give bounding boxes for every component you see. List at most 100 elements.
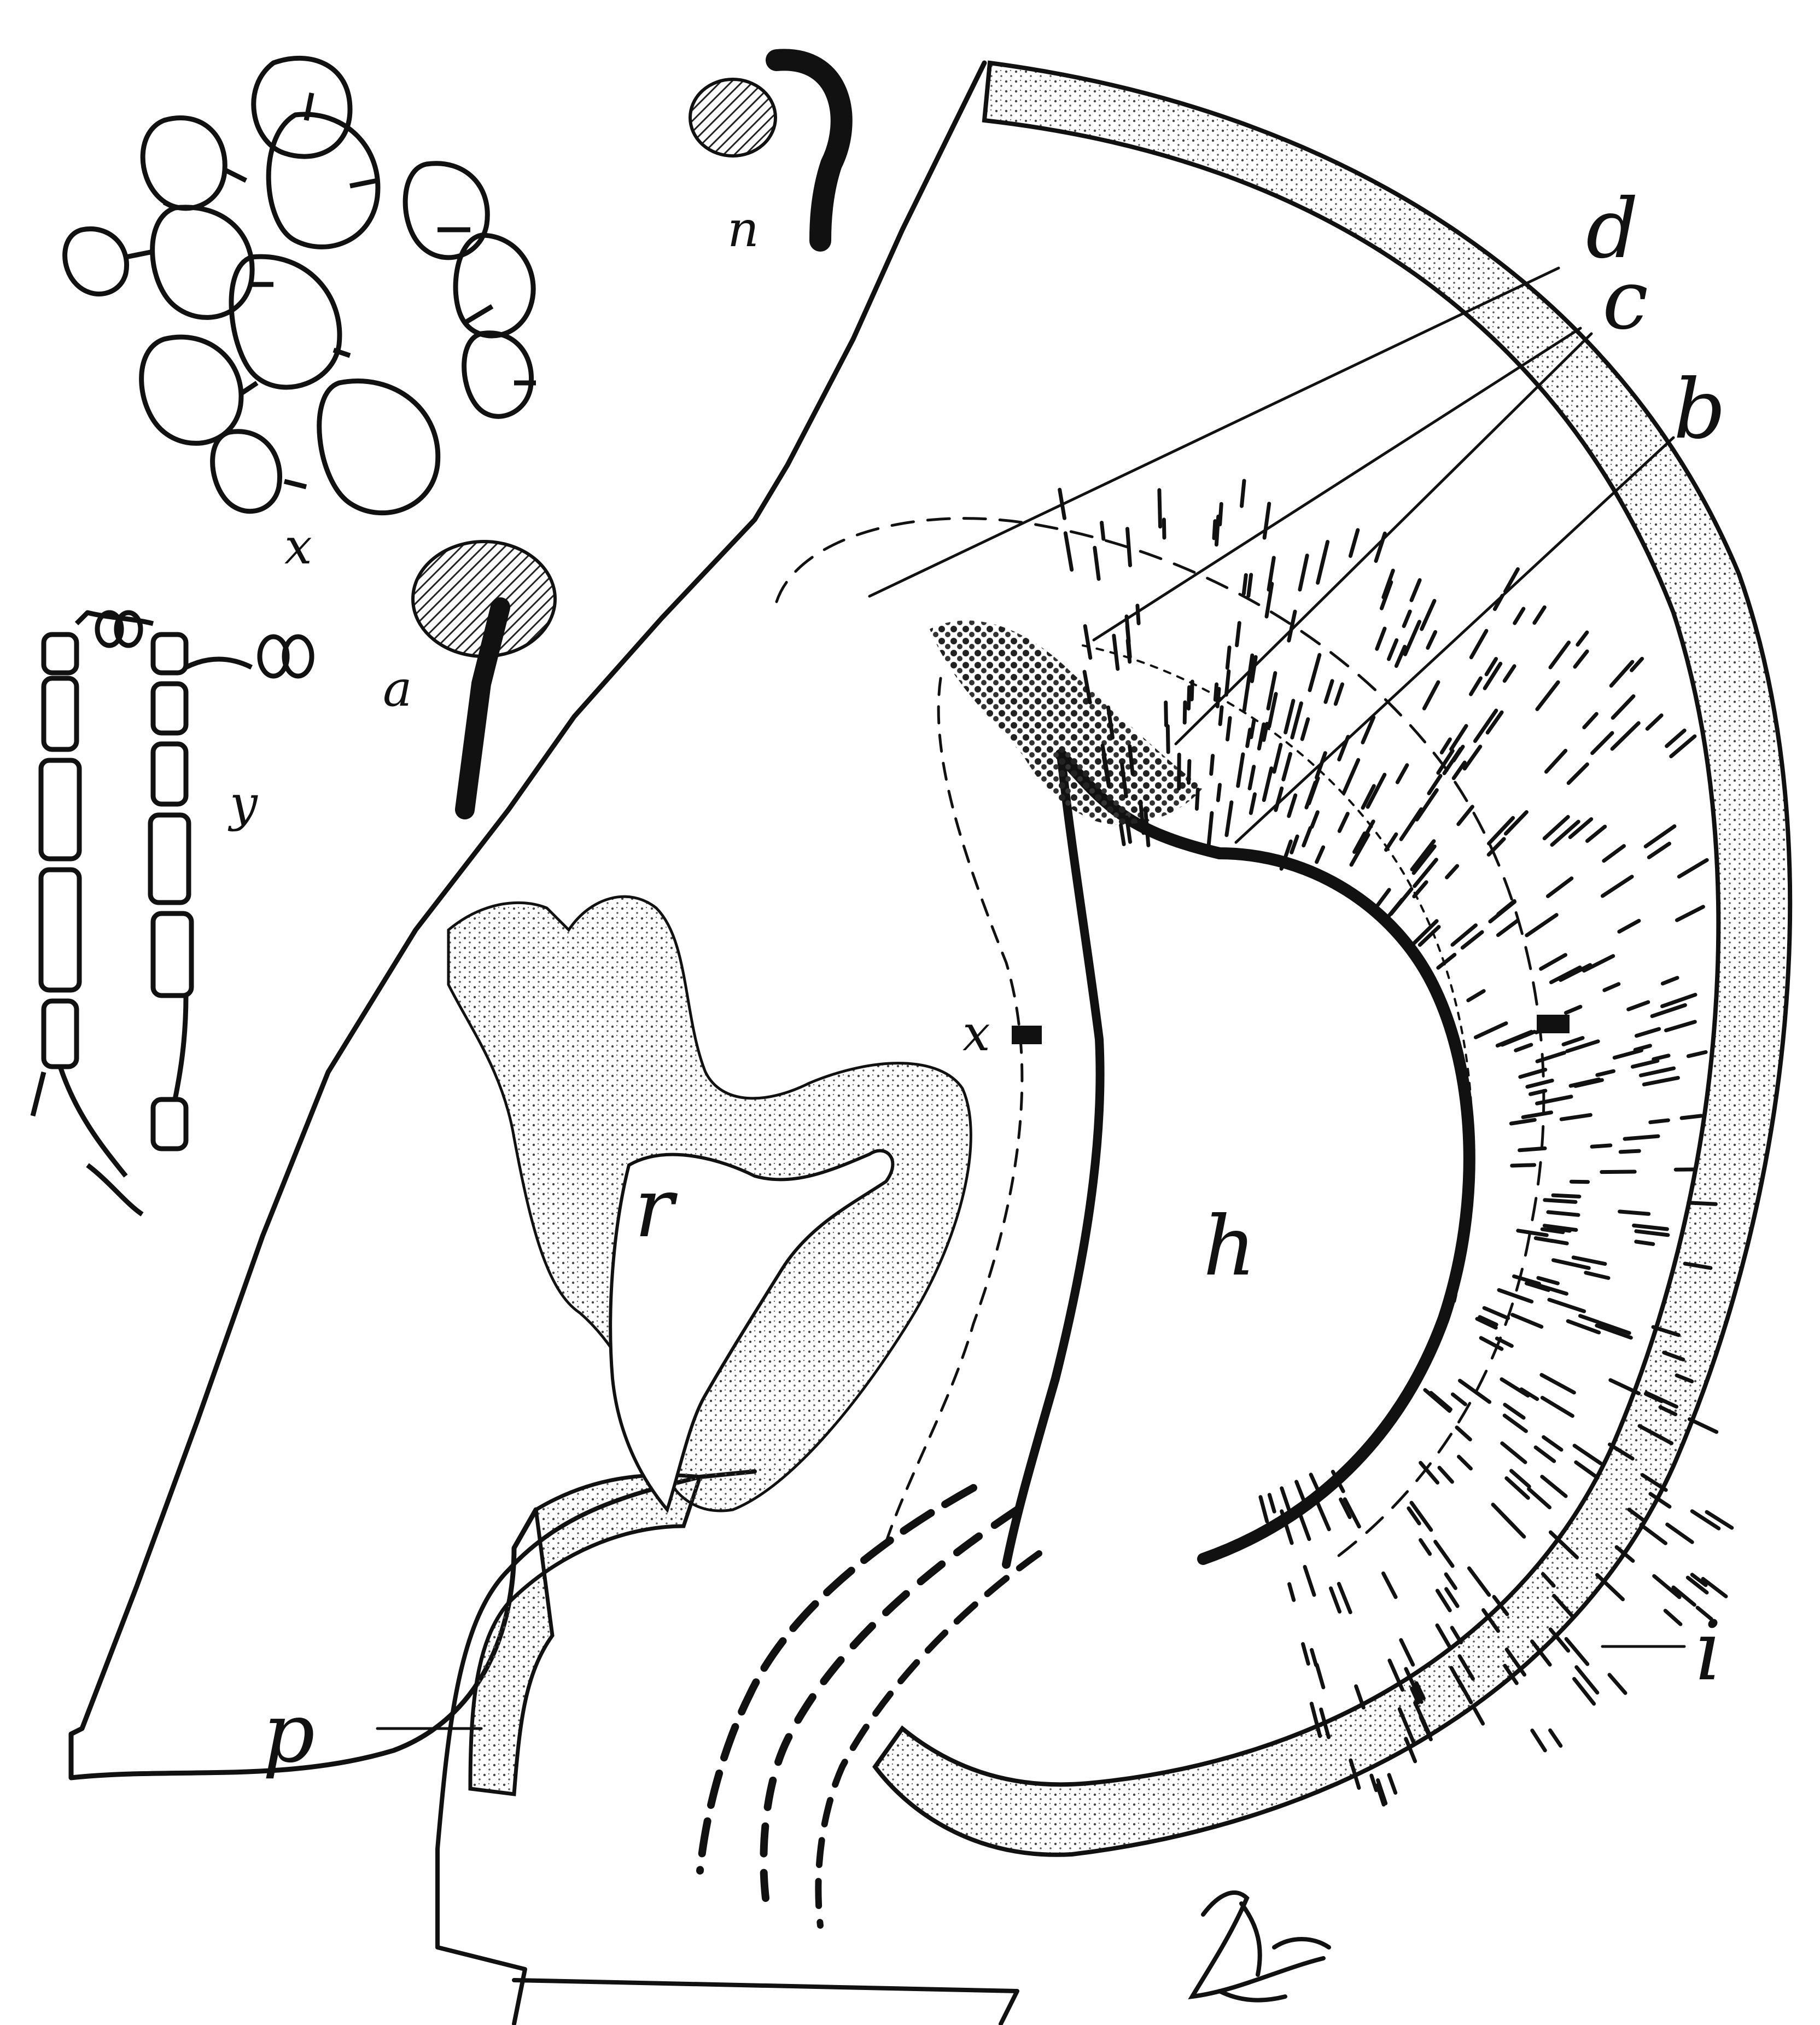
radial-dash	[1378, 890, 1389, 905]
radial-dash	[1220, 707, 1222, 724]
radial-dash	[1304, 828, 1310, 846]
radial-dash	[1564, 1038, 1583, 1045]
mark-x-inner	[1012, 1026, 1042, 1044]
radial-dash	[1523, 1113, 1551, 1118]
label-x-upper: x	[284, 518, 312, 575]
radial-dash	[1372, 1776, 1376, 1790]
radial-dash	[1102, 523, 1104, 539]
radial-dash	[1228, 718, 1230, 740]
radial-dash	[1460, 1381, 1490, 1402]
radial-dash	[1649, 843, 1669, 857]
radial-dash	[1625, 1136, 1658, 1139]
radial-dash	[1605, 984, 1619, 990]
label-x-inner: x	[962, 1005, 990, 1062]
radial-dash	[1339, 814, 1348, 831]
radial-dash	[1535, 607, 1545, 623]
radial-dash	[1095, 548, 1099, 579]
radial-dash	[1396, 647, 1404, 666]
label-c: c	[1602, 253, 1648, 348]
radial-dash	[1422, 601, 1434, 629]
radial-dash	[1446, 1574, 1455, 1588]
radial-dash	[1504, 666, 1514, 681]
radial-dash	[1453, 1394, 1466, 1404]
inset-y-cell-chains	[33, 613, 312, 1214]
radial-dash	[1457, 1428, 1470, 1440]
radial-dash	[1484, 1308, 1508, 1318]
radial-dash	[1417, 790, 1437, 819]
radial-dash	[1587, 827, 1605, 841]
radial-dash	[1493, 1505, 1515, 1528]
radial-dash	[1404, 612, 1410, 626]
radial-dash	[1520, 1148, 1545, 1150]
radial-dash	[1520, 1070, 1545, 1077]
radial-dash	[1292, 703, 1302, 738]
radial-dash	[1566, 1007, 1580, 1013]
radial-dash	[1459, 807, 1473, 824]
radial-dash	[1512, 1165, 1535, 1166]
radial-dash	[1317, 1665, 1323, 1688]
radial-dash	[1274, 745, 1281, 772]
label-b: b	[1673, 362, 1726, 457]
radial-dash	[1527, 915, 1556, 935]
label-h: h	[1203, 1199, 1256, 1294]
radial-dash	[1238, 754, 1243, 786]
radial-dash	[1303, 1644, 1309, 1664]
radial-dash	[1242, 481, 1245, 506]
radial-dash	[1576, 1462, 1597, 1477]
radial-dash	[1511, 1120, 1535, 1124]
radial-dash	[1537, 1097, 1572, 1104]
label-y: y	[228, 775, 258, 833]
radial-dash	[1437, 1625, 1450, 1648]
radial-dash	[1647, 715, 1661, 729]
radial-dash	[1465, 747, 1480, 769]
radial-dash	[1667, 1524, 1693, 1542]
radial-dash	[1220, 504, 1222, 525]
radial-dash	[1636, 1231, 1668, 1235]
radial-dash	[1446, 1589, 1458, 1606]
radial-dash	[1612, 723, 1638, 749]
radial-dash	[1227, 648, 1229, 668]
radial-dash	[1264, 504, 1269, 538]
radial-dash	[1326, 681, 1332, 702]
radial-dash	[1551, 1241, 1567, 1243]
radial-dash	[1300, 556, 1307, 590]
radial-dash	[1250, 767, 1254, 789]
radial-dash	[1421, 1540, 1430, 1553]
radial-dash	[1561, 1115, 1590, 1119]
radial-dash	[1454, 763, 1465, 778]
radial-dash	[1339, 1584, 1350, 1612]
radial-dash	[1179, 755, 1180, 789]
radial-dash	[1542, 1375, 1574, 1393]
inset-n	[690, 60, 842, 241]
radial-dash	[1114, 636, 1118, 669]
radial-dash	[1414, 846, 1434, 873]
radial-dash	[1561, 965, 1590, 980]
radial-dash	[1662, 978, 1677, 984]
radial-dash	[1629, 1002, 1648, 1009]
radial-dash	[1662, 995, 1696, 1006]
label-a: a	[383, 660, 412, 718]
radial-dash	[1548, 878, 1571, 897]
radial-dash	[1545, 1200, 1576, 1202]
signature	[1192, 1893, 1329, 2000]
radial-dash	[1452, 1628, 1461, 1643]
radial-dash	[1251, 794, 1255, 813]
radial-dash	[1292, 836, 1298, 852]
radial-dash	[1551, 968, 1580, 982]
radial-dash	[1677, 907, 1703, 921]
radial-dash	[1227, 802, 1232, 835]
radial-dash	[1682, 1116, 1701, 1118]
radial-dash	[1085, 626, 1090, 658]
radial-dash	[1350, 530, 1357, 556]
radial-dash	[1689, 1203, 1716, 1204]
radial-dash	[1401, 1640, 1413, 1665]
radial-dash	[1578, 632, 1587, 645]
label-n: n	[727, 201, 759, 258]
radial-dash	[1469, 1568, 1489, 1595]
radial-dash	[1546, 750, 1565, 772]
radial-dash	[1636, 1242, 1653, 1244]
radial-dash	[1127, 626, 1130, 657]
radial-dash	[1513, 1315, 1542, 1327]
radial-dash	[1502, 1380, 1528, 1396]
radial-dash	[1544, 1437, 1561, 1450]
